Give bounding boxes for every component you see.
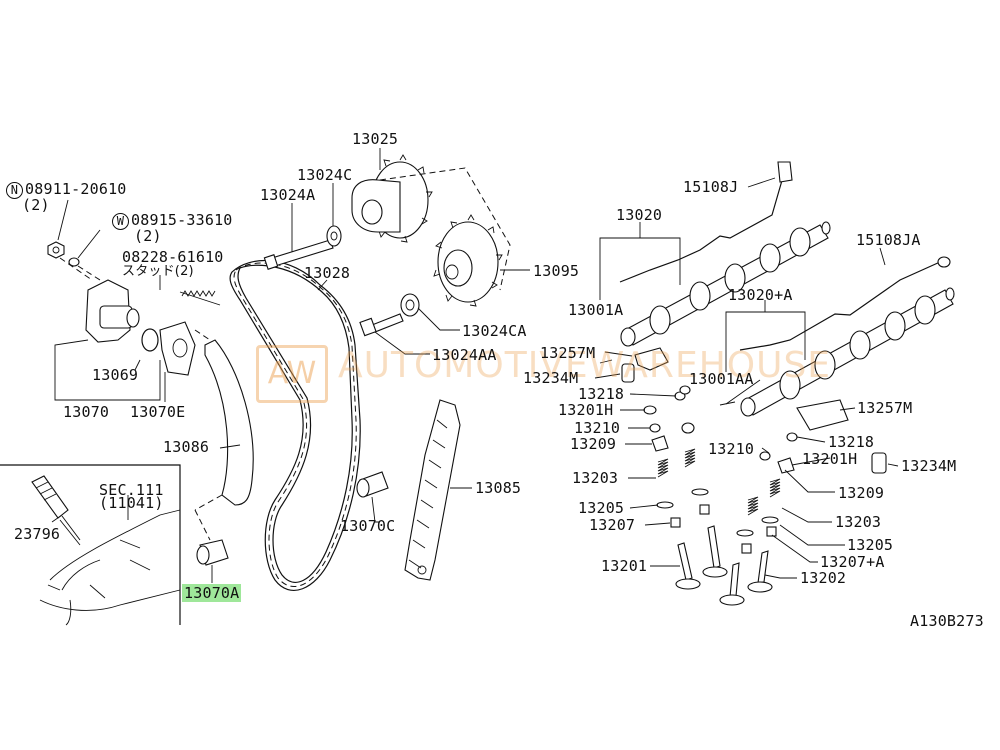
label-13070[interactable]: 13070	[63, 403, 110, 421]
label-stud-note: スタッド(2)	[122, 264, 194, 279]
label-13209-b[interactable]: 13209	[838, 484, 885, 502]
chain-guide-13086-drawing	[194, 339, 254, 541]
w-circle-icon: W	[112, 213, 129, 230]
label-13207-a[interactable]: 13207	[589, 516, 636, 534]
valve-train-parts-drawing	[599, 347, 887, 606]
label-13069[interactable]: 13069	[92, 366, 139, 384]
label-13025[interactable]: 13025	[352, 130, 399, 148]
label-13201h-b[interactable]: 13201H	[802, 450, 858, 468]
label-13257m-b[interactable]: 13257M	[857, 399, 913, 417]
label-13203-a[interactable]: 13203	[572, 469, 619, 487]
label-sec111[interactable]: SEC.111	[99, 481, 164, 499]
label-08915-text: 08915-33610	[131, 211, 233, 229]
label-13024aa[interactable]: 13024AA	[432, 346, 497, 364]
label-13234m-a[interactable]: 13234M	[523, 369, 579, 387]
label-08228-61610[interactable]: 08228-61610	[122, 248, 224, 266]
label-13024a[interactable]: 13024A	[260, 186, 316, 204]
cam-sprocket-13095-drawing	[433, 214, 503, 307]
label-13210-b[interactable]: 13210	[708, 440, 755, 458]
cam-sprocket-13025-drawing	[351, 154, 433, 243]
leader-lines	[51, 148, 899, 583]
label-13086[interactable]: 13086	[163, 438, 210, 456]
label-13218-b[interactable]: 13218	[828, 433, 875, 451]
label-13001a[interactable]: 13001A	[568, 301, 624, 319]
label-13001aa[interactable]: 13001AA	[689, 370, 754, 388]
sec111-inset-drawing	[0, 464, 181, 626]
label-15108ja[interactable]: 15108JA	[856, 231, 921, 249]
label-13257m-a[interactable]: 13257M	[540, 344, 596, 362]
label-13070c[interactable]: 13070C	[340, 517, 396, 535]
label-08911-text: 08911-20610	[25, 180, 127, 198]
label-23796[interactable]: 23796	[14, 525, 61, 543]
label-13070a[interactable]: 13070A	[182, 584, 242, 602]
label-15108j[interactable]: 15108J	[683, 178, 739, 196]
label-13095[interactable]: 13095	[533, 262, 580, 280]
label-13234m-b[interactable]: 13234M	[901, 457, 957, 475]
label-13209-a[interactable]: 13209	[570, 435, 617, 453]
label-08911-qty: (2)	[22, 196, 50, 214]
label-13207a[interactable]: 13207+A	[820, 553, 885, 571]
plugs-drawing	[196, 471, 389, 566]
timing-chain-drawing	[229, 259, 361, 591]
label-13202[interactable]: 13202	[800, 569, 847, 587]
label-13020a[interactable]: 13020+A	[728, 286, 793, 304]
label-13203-b[interactable]: 13203	[835, 513, 882, 531]
label-13218-a[interactable]: 13218	[578, 385, 625, 403]
watermark-logo: AW	[256, 345, 328, 403]
label-13024ca[interactable]: 13024CA	[462, 322, 527, 340]
label-13070e[interactable]: 13070E	[130, 403, 186, 421]
diagram-code: A130B273	[910, 612, 984, 630]
label-08915-qty: (2)	[134, 227, 162, 245]
camshaft-13020-drawing	[620, 221, 831, 347]
label-13210-a[interactable]: 13210	[574, 419, 621, 437]
label-sec111-sub: (11041)	[99, 494, 164, 512]
label-13205-a[interactable]: 13205	[578, 499, 625, 517]
oil-tubes-drawing	[619, 161, 951, 351]
label-13201h-a[interactable]: 13201H	[558, 401, 614, 419]
label-13020[interactable]: 13020	[616, 206, 663, 224]
camshaft-13020A-drawing	[740, 287, 955, 417]
n-circle-icon: N	[6, 182, 23, 199]
watermark-text: AUTOMOTIVEWAREHOUSE	[338, 345, 832, 386]
bolts-washers-drawing	[263, 225, 420, 337]
label-13070a-highlight: 13070A	[182, 584, 242, 602]
label-13205-b[interactable]: 13205	[847, 536, 894, 554]
label-13085[interactable]: 13085	[475, 479, 522, 497]
label-13028[interactable]: 13028	[304, 264, 351, 282]
tensioner-13070-drawing	[47, 241, 221, 376]
label-13201[interactable]: 13201	[601, 557, 648, 575]
label-13024c[interactable]: 13024C	[297, 166, 353, 184]
chain-tensioner-13085-drawing	[404, 399, 461, 581]
